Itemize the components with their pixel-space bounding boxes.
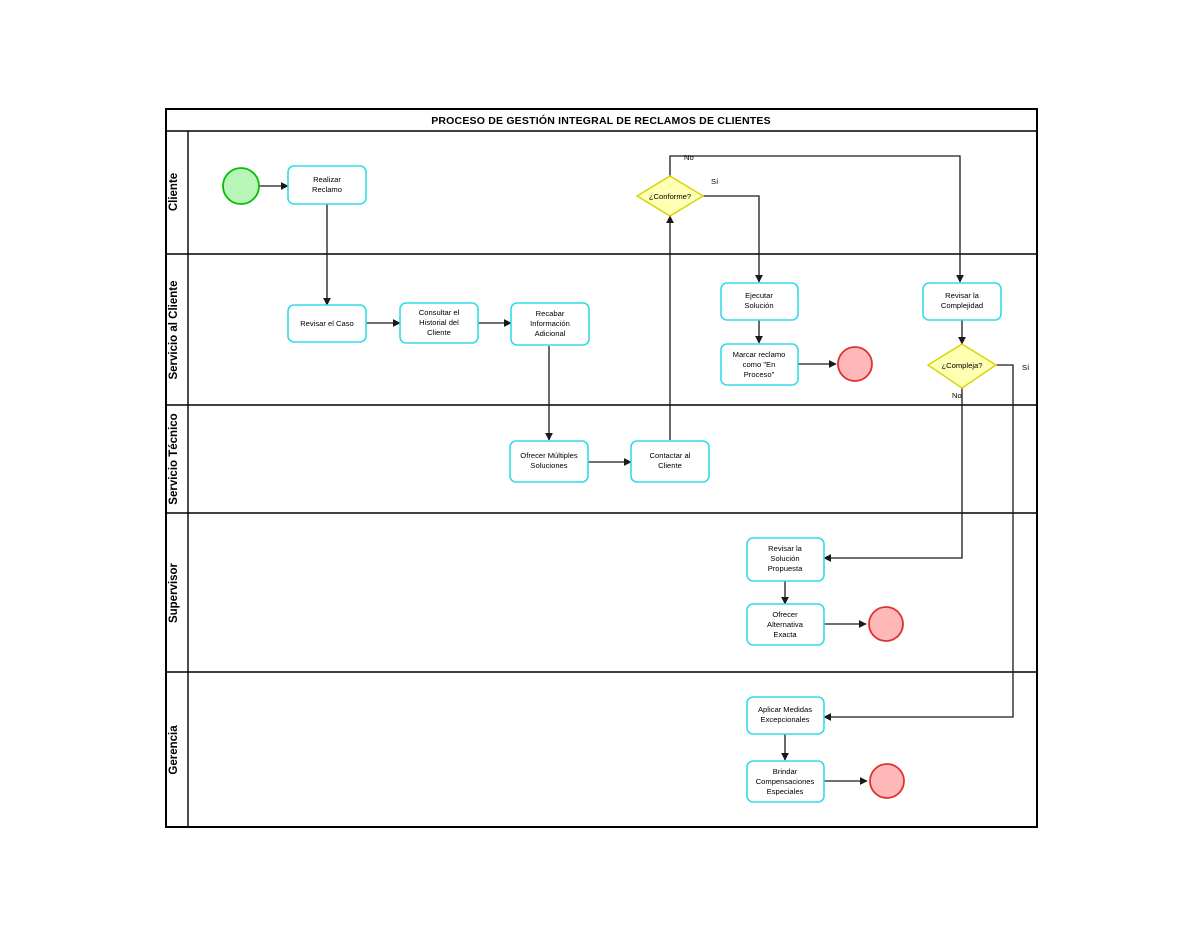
end-event-1[interactable] [837, 346, 873, 382]
task-ejecutar-solucion-line-0: Ejecutar [745, 291, 773, 300]
task-brindar-compensaciones-line-0: Brindar [773, 767, 798, 776]
task-ofrecer-multiples-soluciones-line-0: Ofrecer Múltiples [520, 451, 578, 460]
task-ofrecer-multiples-soluciones[interactable]: Ofrecer Múltiples Soluciones [509, 440, 589, 483]
task-aplicar-medidas-excepcionales[interactable]: Aplicar Medidas Excepcionales [746, 696, 825, 735]
task-revisar-solucion-propuesta-line-1: Solución [770, 554, 799, 563]
task-aplicar-medidas-excepcionales-line-1: Excepcionales [761, 715, 810, 724]
task-contactar-al-cliente-line-1: Cliente [658, 461, 682, 470]
task-brindar-compensaciones-line-1: Compensaciones [756, 777, 815, 786]
task-revisar-complejidad-box[interactable] [922, 282, 1002, 321]
task-realizar-reclamo[interactable]: Realizar Reclamo [287, 165, 367, 205]
flow-label-compleja-no: No [952, 391, 962, 400]
start-event-1[interactable] [222, 167, 260, 205]
gateway-conforme-shape[interactable] [635, 175, 705, 217]
task-brindar-compensaciones[interactable]: Brindar Compensaciones Especiales [746, 760, 825, 803]
task-marcar-reclamo[interactable]: Marcar reclamo como "En Proceso" [720, 343, 799, 386]
task-revisar-complejidad-line-0: Revisar la [945, 291, 980, 300]
task-revisar-solucion-propuesta-box[interactable] [746, 537, 825, 582]
task-ofrecer-alternativa-exacta-box[interactable] [746, 603, 825, 646]
end-event-2[interactable] [868, 606, 904, 642]
task-marcar-reclamo-line-0: Marcar reclamo [733, 350, 786, 359]
flow-label-compleja-si: Sí [1022, 363, 1030, 372]
pool-outer-border [165, 108, 1038, 828]
task-recabar-informacion-line-2: Adicional [535, 329, 566, 338]
task-marcar-reclamo-line-2: Proceso" [744, 370, 775, 379]
task-consultar-historial[interactable]: Consultar el Historial del Cliente [399, 302, 479, 344]
gateway-conforme[interactable]: ¿Conforme? [635, 175, 705, 217]
task-contactar-al-cliente-box[interactable] [630, 440, 710, 483]
task-ejecutar-solucion-line-1: Solución [744, 301, 773, 310]
task-revisar-el-caso-box[interactable] [287, 304, 367, 343]
task-ejecutar-solucion[interactable]: Ejecutar Solución [720, 282, 799, 321]
task-realizar-reclamo-line-1: Reclamo [312, 185, 342, 194]
task-recabar-informacion[interactable]: Recabar Información Adicional [510, 302, 590, 346]
task-consultar-historial-box[interactable] [399, 302, 479, 344]
lane-label-cliente: Cliente [168, 173, 180, 211]
task-brindar-compensaciones-box[interactable] [746, 760, 825, 803]
flow-compleja-no-to-revisar-solucion-propuesta [823, 388, 963, 562]
gateway-compleja[interactable]: ¿Compleja? [926, 343, 998, 389]
task-realizar-reclamo-line-0: Realizar [313, 175, 341, 184]
task-ejecutar-solucion-box[interactable] [720, 282, 799, 321]
flow-compleja-si-to-aplicar-medidas [823, 364, 1014, 721]
task-revisar-complejidad-line-1: Complejidad [941, 301, 983, 310]
task-revisar-el-caso[interactable]: Revisar el Caso [287, 304, 367, 343]
flow-label-conforme-si: Sí [711, 177, 719, 186]
sequence-flows [259, 155, 1014, 785]
task-revisar-solucion-propuesta-line-2: Propuesta [768, 564, 803, 573]
gateway-compleja-shape[interactable] [926, 343, 998, 389]
task-consultar-historial-line-1: Historial del [419, 318, 459, 327]
lane-label-servicio-al-cliente: Servicio al Cliente [168, 280, 180, 379]
task-ofrecer-multiples-soluciones-line-1: Soluciones [530, 461, 567, 470]
task-ofrecer-multiples-soluciones-box[interactable] [509, 440, 589, 483]
pool-frame [165, 108, 1038, 828]
pool-title: PROCESO DE GESTIÓN INTEGRAL DE RECLAMOS … [431, 114, 771, 127]
task-ofrecer-alternativa-exacta[interactable]: Ofrecer Alternativa Exacta [746, 603, 825, 646]
lane-label-supervisor: Supervisor [168, 562, 180, 623]
lane-label-gerencia: Gerencia [168, 725, 180, 775]
task-revisar-el-caso-line-0: Revisar el Caso [300, 319, 354, 328]
task-ofrecer-alternativa-exacta-line-2: Exacta [773, 630, 797, 639]
task-ofrecer-alternativa-exacta-line-0: Ofrecer [772, 610, 798, 619]
task-consultar-historial-line-0: Consultar el [419, 308, 460, 317]
gateway-compleja-label: ¿Compleja? [942, 361, 983, 370]
task-marcar-reclamo-box[interactable] [720, 343, 799, 386]
lane-label-servicio-tecnico: Servicio Técnico [168, 413, 180, 504]
task-revisar-solucion-propuesta-line-0: Revisar la [768, 544, 803, 553]
task-contactar-al-cliente[interactable]: Contactar al Cliente [630, 440, 710, 483]
task-realizar-reclamo-box[interactable] [287, 165, 367, 205]
task-ofrecer-alternativa-exacta-line-1: Alternativa [767, 620, 804, 629]
end-event-3[interactable] [869, 763, 905, 799]
gateway-conforme-label: ¿Conforme? [649, 192, 691, 201]
flow-conforme-no-to-revisar-complejidad [669, 155, 964, 283]
task-revisar-complejidad[interactable]: Revisar la Complejidad [922, 282, 1002, 321]
task-consultar-historial-line-2: Cliente [427, 328, 451, 337]
task-recabar-informacion-line-1: Información [530, 319, 570, 328]
task-recabar-informacion-box[interactable] [510, 302, 590, 346]
flow-conforme-si-to-ejecutar-solucion [703, 195, 763, 283]
task-contactar-al-cliente-line-0: Contactar al [650, 451, 691, 460]
flow-label-conforme-no: No [684, 153, 694, 162]
task-brindar-compensaciones-line-2: Especiales [767, 787, 804, 796]
task-aplicar-medidas-excepcionales-line-0: Aplicar Medidas [758, 705, 812, 714]
task-marcar-reclamo-line-1: como "En [743, 360, 776, 369]
task-aplicar-medidas-excepcionales-box[interactable] [746, 696, 825, 735]
task-recabar-informacion-line-0: Recabar [536, 309, 565, 318]
task-revisar-solucion-propuesta[interactable]: Revisar la Solución Propuesta [746, 537, 825, 582]
